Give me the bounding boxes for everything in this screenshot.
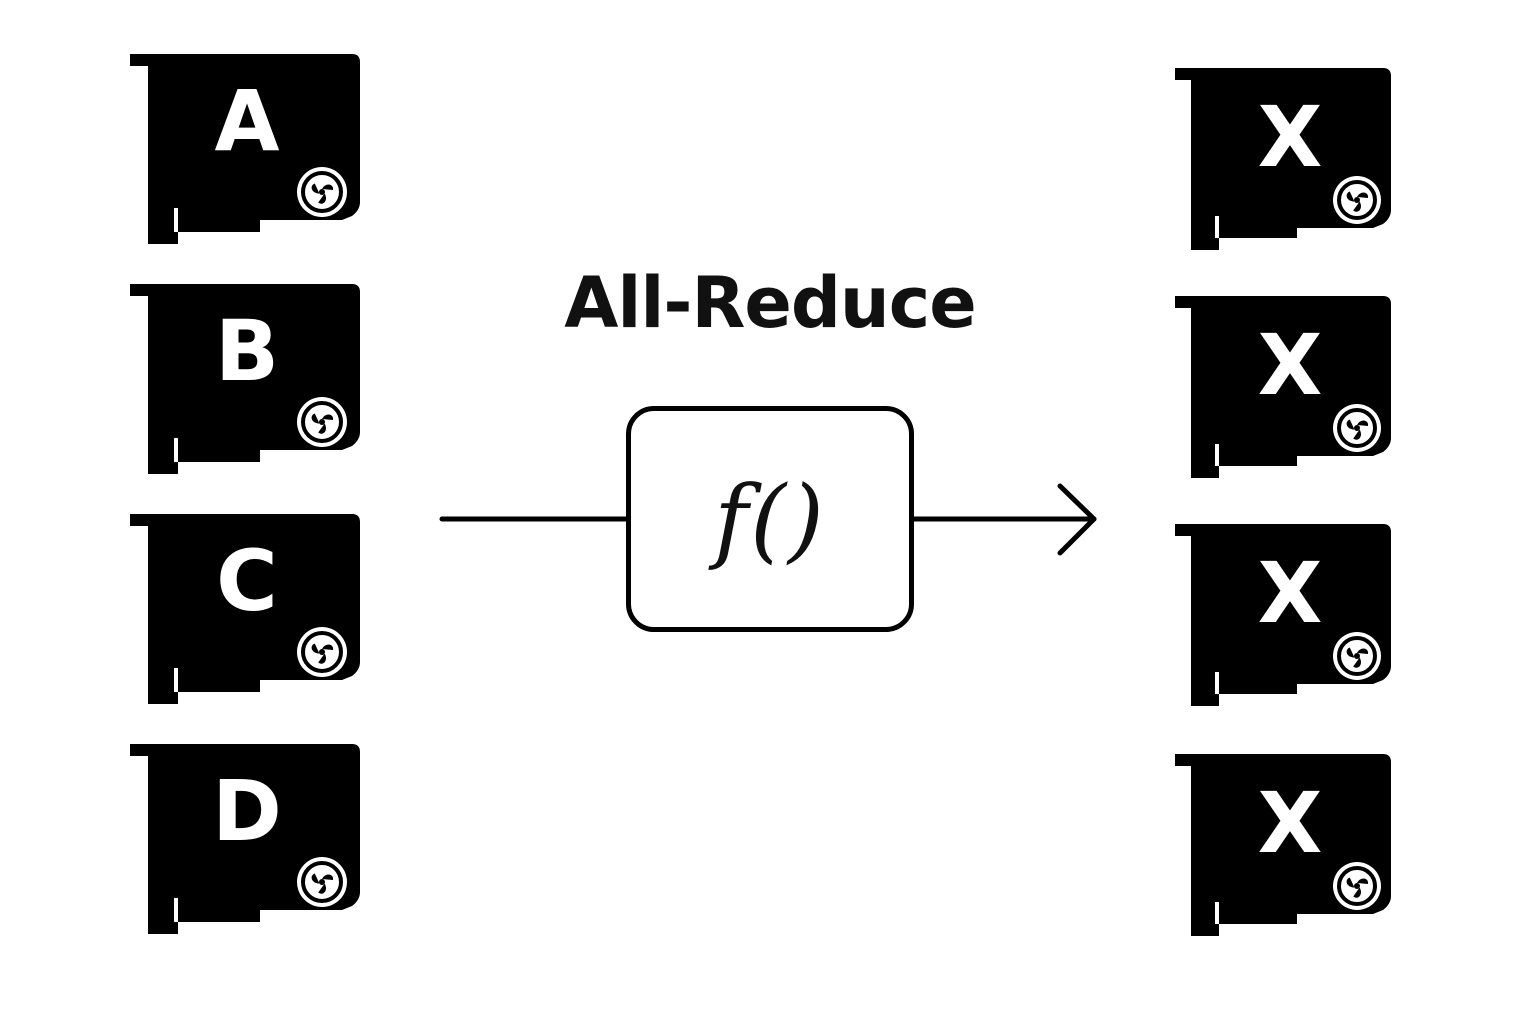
gpu-label: C bbox=[216, 532, 278, 630]
fan-icon bbox=[1333, 404, 1381, 452]
gpu-card-icon bbox=[1175, 524, 1391, 706]
arrow-right-icon bbox=[1057, 483, 1097, 556]
fan-icon bbox=[297, 397, 347, 447]
gpu-card-icon bbox=[1175, 296, 1391, 478]
gpu-card-icon bbox=[130, 284, 360, 474]
gpu-card-icon bbox=[130, 744, 360, 934]
input-gpu-card: A bbox=[130, 52, 362, 244]
gpu-label: X bbox=[1257, 316, 1323, 414]
output-gpu-card: X bbox=[1175, 66, 1407, 258]
fan-icon bbox=[1333, 176, 1381, 224]
fan-icon bbox=[1333, 632, 1381, 680]
gpu-label: B bbox=[214, 302, 280, 400]
fan-icon bbox=[297, 857, 347, 907]
gpu-label: A bbox=[214, 72, 280, 170]
gpu-card-icon bbox=[130, 54, 360, 244]
fan-icon bbox=[1333, 862, 1381, 910]
input-gpu-card: B bbox=[130, 282, 362, 474]
output-gpu-card: X bbox=[1175, 752, 1407, 944]
fan-icon bbox=[297, 627, 347, 677]
gpu-card-icon bbox=[1175, 754, 1391, 936]
gpu-card-icon bbox=[1175, 68, 1391, 250]
gpu-card-icon bbox=[130, 514, 360, 704]
function-label: f() bbox=[714, 465, 826, 573]
gpu-label: D bbox=[212, 762, 282, 860]
gpu-label: X bbox=[1257, 88, 1323, 186]
input-gpu-card: D bbox=[130, 742, 362, 934]
diagram-title: All-Reduce bbox=[564, 262, 977, 344]
gpu-label: X bbox=[1257, 774, 1323, 872]
output-gpu-card: X bbox=[1175, 294, 1407, 486]
output-gpu-card: X bbox=[1175, 522, 1407, 714]
gpu-label: X bbox=[1257, 544, 1323, 642]
fan-icon bbox=[297, 167, 347, 217]
function-box: f() bbox=[626, 406, 914, 632]
input-gpu-card: C bbox=[130, 512, 362, 704]
